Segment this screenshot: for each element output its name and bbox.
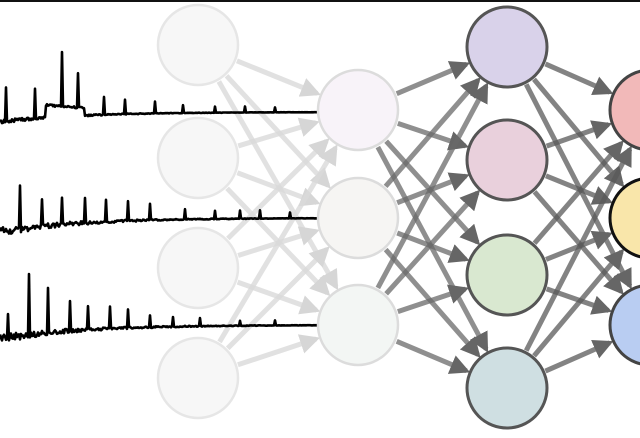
layer-0-node (156, 226, 240, 310)
edge-arrow (226, 138, 330, 241)
layer-3-node (608, 69, 640, 151)
edge-arrow (237, 334, 321, 368)
spectrum-trace (0, 50, 321, 125)
edge-arrow (523, 145, 633, 352)
edge-arrow (545, 120, 613, 149)
edge-arrow (375, 82, 489, 290)
edge-arrow (544, 173, 613, 205)
edge-arrow (532, 77, 625, 188)
edge-arrow (237, 117, 320, 149)
spectrum-trace (0, 184, 321, 235)
spectra (0, 50, 321, 342)
edge-arrow (532, 140, 624, 245)
edge-arrow (225, 246, 330, 351)
layer-2-node (465, 118, 549, 202)
layer-2-node (465, 346, 549, 430)
edge-arrow (544, 340, 614, 374)
layer-0-node (156, 3, 240, 87)
layer-2-node (465, 233, 549, 317)
layer-2-node (465, 5, 549, 89)
nodes (156, 3, 640, 430)
layer-0-node (156, 336, 240, 420)
edge-arrow (384, 189, 481, 296)
edge-arrow (532, 190, 624, 295)
edge-arrow (395, 61, 471, 96)
edge-arrow (397, 284, 470, 315)
layer-1-node (316, 283, 400, 367)
edge-arrow (544, 61, 614, 95)
layer-0-node (156, 116, 240, 200)
spectrum-trace (0, 272, 321, 342)
edge-arrow (217, 144, 338, 344)
layer-1-node (316, 68, 400, 152)
edge-arrow (532, 248, 625, 358)
edge-arrow (224, 74, 331, 189)
edge-arrow (395, 339, 471, 374)
edge-arrow (383, 77, 481, 188)
edges (216, 58, 633, 374)
layer-1-node (316, 176, 400, 260)
top-border (0, 0, 640, 2)
layer-3-node (608, 284, 640, 366)
edge-arrow (235, 58, 321, 97)
layer-3-node (608, 177, 640, 259)
